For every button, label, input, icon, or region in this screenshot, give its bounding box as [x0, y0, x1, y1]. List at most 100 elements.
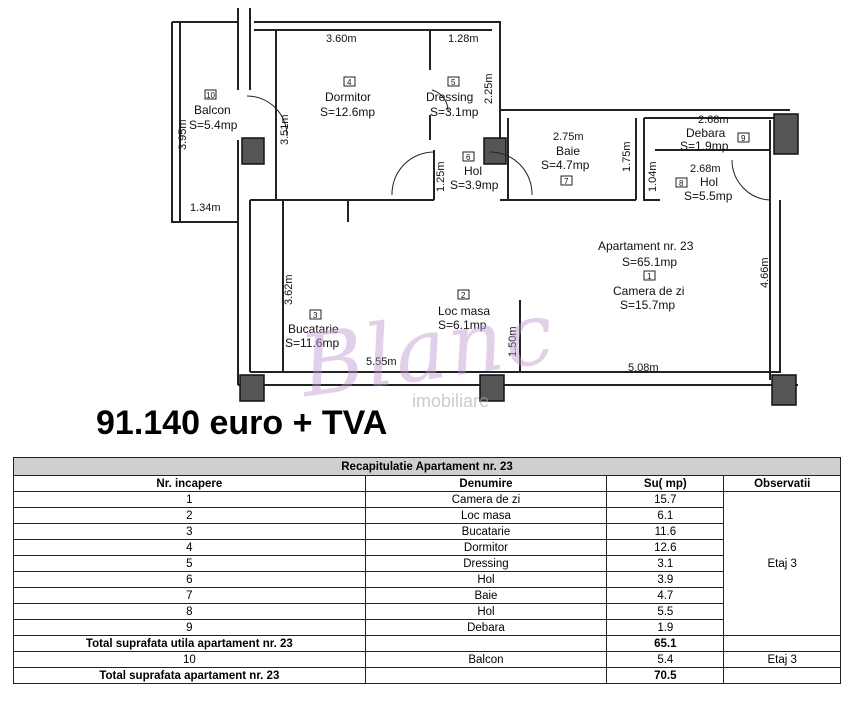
- room-area-debara: S=1.9mp: [680, 139, 729, 153]
- room-num-dressing: 5: [451, 78, 456, 87]
- row-nr: 8: [13, 603, 366, 620]
- table-row: 6 Hol 3.9: [13, 571, 841, 588]
- header-su: Su( mp): [606, 475, 725, 492]
- row-nr: 6: [13, 571, 366, 588]
- obs-etaj-main: Etaj 3: [723, 491, 841, 636]
- balcon-row: 10 Balcon 5.4 Etaj 3: [13, 651, 841, 668]
- room-num-baie: 7: [564, 177, 569, 186]
- room-num-bucatarie: 3: [313, 311, 318, 320]
- row-su: 15.7: [606, 491, 725, 508]
- dim-2-25: 2.25m: [483, 73, 495, 104]
- dim-1-75: 1.75m: [621, 141, 633, 172]
- table-row: 8 Hol 5.5: [13, 603, 841, 620]
- dim-5-55: 5.55m: [366, 356, 397, 368]
- dim-1-04: 1.04m: [647, 161, 659, 192]
- room-area-camera: S=15.7mp: [620, 298, 675, 312]
- total-utila-label: Total suprafata utila apartament nr. 23: [13, 635, 366, 652]
- room-num-camera: 1: [647, 272, 652, 281]
- room-area-hol6: S=3.9mp: [450, 178, 499, 192]
- room-name-hol6: Hol: [464, 164, 482, 178]
- room-name-balcon: Balcon: [194, 103, 231, 117]
- dim-4-66: 4.66m: [759, 257, 771, 288]
- header-observatii: Observatii: [723, 475, 841, 492]
- table-title: Recapitulatie Apartament nr. 23: [13, 457, 841, 476]
- row-su: 11.6: [606, 523, 725, 540]
- header-denumire: Denumire: [364, 475, 608, 492]
- row-name: Bucatarie: [364, 523, 608, 540]
- room-area-hol8: S=5.5mp: [684, 189, 733, 203]
- total-utila-row: Total suprafata utila apartament nr. 23 …: [13, 635, 841, 652]
- floor-plan: 3.60m 1.28m 2.25m 3.95m 3.51m 1.34m 2.75…: [171, 8, 799, 406]
- total-label: Total suprafata apartament nr. 23: [13, 667, 366, 684]
- price-label: 91.140 euro + TVA: [96, 404, 388, 442]
- row-nr: 7: [13, 587, 366, 604]
- row-nr: 2: [13, 507, 366, 524]
- row-name: Dressing: [364, 555, 608, 572]
- balcon-obs: Etaj 3: [723, 651, 841, 668]
- table-row: 7 Baie 4.7: [13, 587, 841, 604]
- table-row: 4 Dormitor 12.6: [13, 539, 841, 556]
- total-row: Total suprafata apartament nr. 23 70.5: [13, 667, 841, 684]
- room-area-balcon: S=5.4mp: [189, 118, 238, 132]
- room-name-dormitor: Dormitor: [325, 90, 371, 104]
- row-su: 5.5: [606, 603, 725, 620]
- row-name: Camera de zi: [364, 491, 608, 508]
- table-row: 3 Bucatarie 11.6: [13, 523, 841, 540]
- room-name-dressing: Dressing: [426, 90, 473, 104]
- row-su: 1.9: [606, 619, 725, 636]
- row-su: 3.1: [606, 555, 725, 572]
- dim-1-25: 1.25m: [435, 161, 447, 192]
- table-row: 2 Loc masa 6.1: [13, 507, 841, 524]
- row-nr: 3: [13, 523, 366, 540]
- row-nr: 4: [13, 539, 366, 556]
- balcon-nr: 10: [13, 651, 366, 668]
- row-name: Debara: [364, 619, 608, 636]
- room-name-camera: Camera de zi: [613, 284, 684, 298]
- total-value: 70.5: [606, 667, 725, 684]
- row-name: Loc masa: [364, 507, 608, 524]
- room-name-hol8: Hol: [700, 175, 718, 189]
- balcon-su: 5.4: [606, 651, 725, 668]
- row-nr: 1: [13, 491, 366, 508]
- watermark-sub: imobiliare: [412, 391, 490, 411]
- room-num-dormitor: 4: [347, 78, 352, 87]
- row-su: 6.1: [606, 507, 725, 524]
- row-nr: 9: [13, 619, 366, 636]
- room-name-locmasa: Loc masa: [438, 304, 490, 318]
- row-name: Dormitor: [364, 539, 608, 556]
- room-area-bucatarie: S=11.6mp: [285, 336, 339, 350]
- dim-2-68-bottom: 2.68m: [690, 163, 721, 175]
- row-name: Baie: [364, 587, 608, 604]
- dim-1-34: 1.34m: [190, 202, 221, 214]
- dim-3-62: 3.62m: [283, 274, 295, 305]
- header-nr: Nr. incapere: [13, 475, 366, 492]
- dim-2-75: 2.75m: [553, 131, 584, 143]
- total-utila-value: 65.1: [606, 635, 725, 652]
- room-num-hol6: 6: [466, 153, 471, 162]
- room-name-debara: Debara: [686, 126, 726, 140]
- dim-3-60: 3.60m: [326, 33, 357, 45]
- room-area-dormitor: S=12.6mp: [320, 105, 375, 119]
- room-name-baie: Baie: [556, 144, 580, 158]
- table-row: 9 Debara 1.9: [13, 619, 841, 636]
- row-nr: 5: [13, 555, 366, 572]
- balcon-name: Balcon: [364, 651, 608, 668]
- room-name-bucatarie: Bucatarie: [288, 322, 339, 336]
- row-su: 4.7: [606, 587, 725, 604]
- dim-1-50: 1.50m: [507, 326, 519, 357]
- apartment-area: S=65.1mp: [622, 255, 677, 269]
- table-row: 5 Dressing 3.1: [13, 555, 841, 572]
- room-area-baie: S=4.7mp: [541, 158, 590, 172]
- room-num-hol8: 8: [679, 179, 684, 188]
- row-su: 12.6: [606, 539, 725, 556]
- room-num-locmasa: 2: [461, 291, 466, 300]
- dim-3-95: 3.95m: [177, 119, 189, 150]
- dim-3-51: 3.51m: [279, 114, 291, 145]
- room-area-dressing: S=3.1mp: [430, 105, 479, 119]
- row-su: 3.9: [606, 571, 725, 588]
- dim-1-28: 1.28m: [448, 33, 479, 45]
- row-name: Hol: [364, 571, 608, 588]
- recap-table: Recapitulatie Apartament nr. 23 Nr. inca…: [13, 457, 841, 684]
- apartment-label: Apartament nr. 23: [598, 239, 694, 253]
- room-area-locmasa: S=6.1mp: [438, 318, 487, 332]
